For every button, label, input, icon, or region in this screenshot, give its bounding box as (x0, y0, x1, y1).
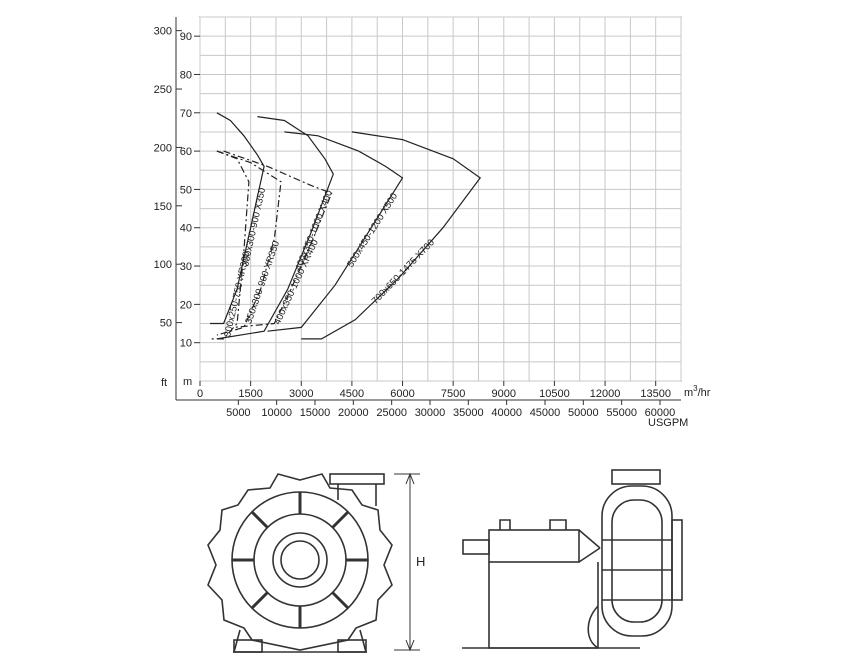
flow-unit-label: m3/hr (684, 384, 711, 399)
x-tick-label: 13500 (640, 388, 671, 400)
m-axis-ticks: 10 20 30 40 50 60 70 80 90 (180, 31, 200, 350)
usgpm-tick-label: 10000 (261, 407, 292, 419)
pump-curve-outline (216, 150, 282, 336)
x-tick-label: 0 (197, 388, 203, 400)
discharge-neck (337, 484, 377, 506)
ft-tick-label: 200 (154, 142, 172, 154)
pump-curve-outline (216, 116, 334, 340)
pedestal-web (578, 529, 601, 563)
side-discharge-flange (611, 469, 661, 485)
m-tick-label: 30 (180, 261, 192, 273)
x-tick-label: 4500 (340, 388, 364, 400)
usgpm-tick-label: 40000 (491, 407, 522, 419)
pedestal-frame (488, 562, 599, 649)
base-feet (232, 629, 368, 653)
ft-unit-label: ft (161, 377, 167, 389)
ft-tick-label: 150 (154, 201, 172, 213)
pump-curve-outline (301, 131, 482, 340)
grid (199, 16, 682, 382)
casing-ribs (232, 492, 368, 628)
x-axis-ticks: 0 1500 3000 4500 6000 7500 9000 10500 12000 13500 (197, 381, 671, 400)
bearing-housing (488, 529, 580, 563)
ft-tick-label: 250 (154, 84, 172, 96)
suction-flange (671, 519, 683, 601)
x-tick-label: 6000 (390, 388, 414, 400)
pump-curve-outline (267, 131, 404, 332)
m-unit-label: m (183, 376, 192, 388)
ft-tick-label: 50 (160, 318, 172, 330)
m-tick-label: 90 (180, 31, 192, 43)
pump-side-view-drawing (462, 469, 683, 649)
eye-inner (280, 540, 320, 580)
shaft (462, 539, 490, 555)
x-tick-label: 3000 (289, 388, 313, 400)
usgpm-tick-label: 30000 (415, 407, 446, 419)
x-tick-label: 1500 (238, 388, 262, 400)
m-tick-label: 60 (180, 146, 192, 158)
casing-side-curve (587, 605, 599, 649)
ft-tick-label: 300 (154, 26, 172, 38)
usgpm-tick-label: 15000 (300, 407, 331, 419)
bearing-ribs (499, 519, 567, 530)
usgpm-tick-label: 55000 (606, 407, 637, 419)
x-tick-label: 12000 (590, 388, 621, 400)
casing-side-bands (602, 539, 672, 601)
height-dimension-label: H (416, 554, 425, 569)
usgpm-tick-label: 45000 (530, 407, 561, 419)
usgpm-tick-label: 20000 (338, 407, 369, 419)
usgpm-tick-label: 50000 (568, 407, 599, 419)
m-tick-label: 80 (180, 69, 192, 81)
ft-tick-label: 100 (154, 259, 172, 271)
usgpm-axis-ticks: 5000 10000 15000 20000 25000 30000 35000 40000 4… (226, 400, 675, 419)
pump-curves (210, 112, 482, 340)
usgpm-tick-label: 60000 (645, 407, 676, 419)
usgpm-tick-label: 35000 (453, 407, 484, 419)
plot-frame (199, 16, 682, 382)
x-tick-label: 7500 (441, 388, 465, 400)
height-arrow-top (405, 472, 415, 485)
foot-left (233, 639, 263, 653)
discharge-flange (329, 473, 385, 485)
casing-side-core (611, 499, 663, 623)
m-tick-label: 40 (180, 223, 192, 235)
foot-right (337, 639, 367, 653)
m-tick-label: 10 (180, 338, 192, 350)
pump-curve-outline (210, 112, 265, 325)
x-tick-label: 9000 (492, 388, 516, 400)
pump-curve-outline (210, 150, 250, 340)
casing-outline (207, 473, 393, 651)
m-tick-label: 50 (180, 184, 192, 196)
usgpm-unit-label: USGPM (648, 417, 688, 429)
m-tick-label: 70 (180, 108, 192, 120)
eye-outer (272, 532, 328, 588)
usgpm-tick-label: 25000 (376, 407, 407, 419)
x-tick-label: 10500 (539, 388, 570, 400)
pump-curve-outline (223, 150, 333, 328)
height-arrow-bottom (405, 639, 415, 652)
pump-front-view-drawing (207, 472, 420, 653)
ft-axis-ticks: 50 100 150 200 250 300 (154, 26, 182, 330)
usgpm-tick-label: 5000 (226, 407, 250, 419)
m-tick-label: 20 (180, 299, 192, 311)
